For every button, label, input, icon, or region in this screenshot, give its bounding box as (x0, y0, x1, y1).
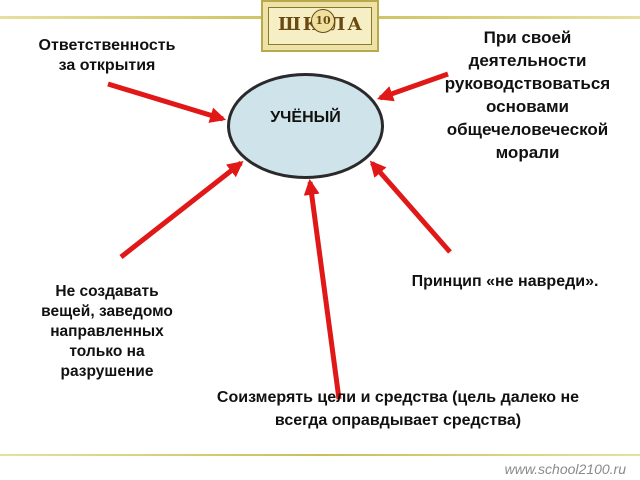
arrow-morality (376, 71, 449, 102)
label-no-destruction-line: разрушение (60, 363, 154, 380)
arrow-goals-means (303, 178, 342, 400)
scientist-label: УЧЁНЫЙ (270, 109, 341, 126)
arrow-responsibility (107, 81, 227, 123)
label-morality: При своей деятельности руководствоваться… (415, 26, 640, 164)
label-morality-line: общечеловеческой (446, 120, 609, 139)
label-responsibility-line: за открытия (58, 57, 156, 74)
scientist-ellipse (227, 73, 384, 179)
label-no-destruction-line: Не создавать (55, 283, 159, 300)
label-no-harm-line: Принцип «не навреди». (411, 273, 599, 290)
logo-inner-frame: ШК ЛА 10 (268, 7, 372, 45)
label-morality-line: руководствоваться (444, 74, 611, 93)
label-no-destruction: Не создавать вещей, заведомо направленны… (12, 282, 202, 382)
arrow-no-destruction (119, 161, 244, 259)
label-morality-line: При своей (483, 28, 572, 47)
label-no-destruction-line: направленных (50, 323, 164, 340)
label-morality-line: основами (486, 97, 569, 116)
logo-number-badge: 10 (311, 9, 335, 33)
label-morality-line: деятельности (468, 51, 587, 70)
label-no-destruction-line: вещей, заведомо (41, 303, 173, 320)
label-morality-line: морали (495, 143, 560, 162)
arrow-no-harm (369, 160, 452, 254)
school-logo: ШК ЛА 10 (261, 0, 379, 52)
website-footer: www.school2100.ru (504, 461, 626, 477)
label-responsibility-line: Ответственность (38, 37, 176, 54)
bottom-divider-line (0, 454, 640, 456)
label-goals-means: Соизмерять цели и средства (цель далеко … (216, 389, 580, 429)
label-no-destruction-line: только на (69, 343, 145, 360)
label-responsibility: Ответственность за открытия (4, 36, 210, 76)
label-no-harm: Принцип «не навреди». (374, 272, 636, 292)
